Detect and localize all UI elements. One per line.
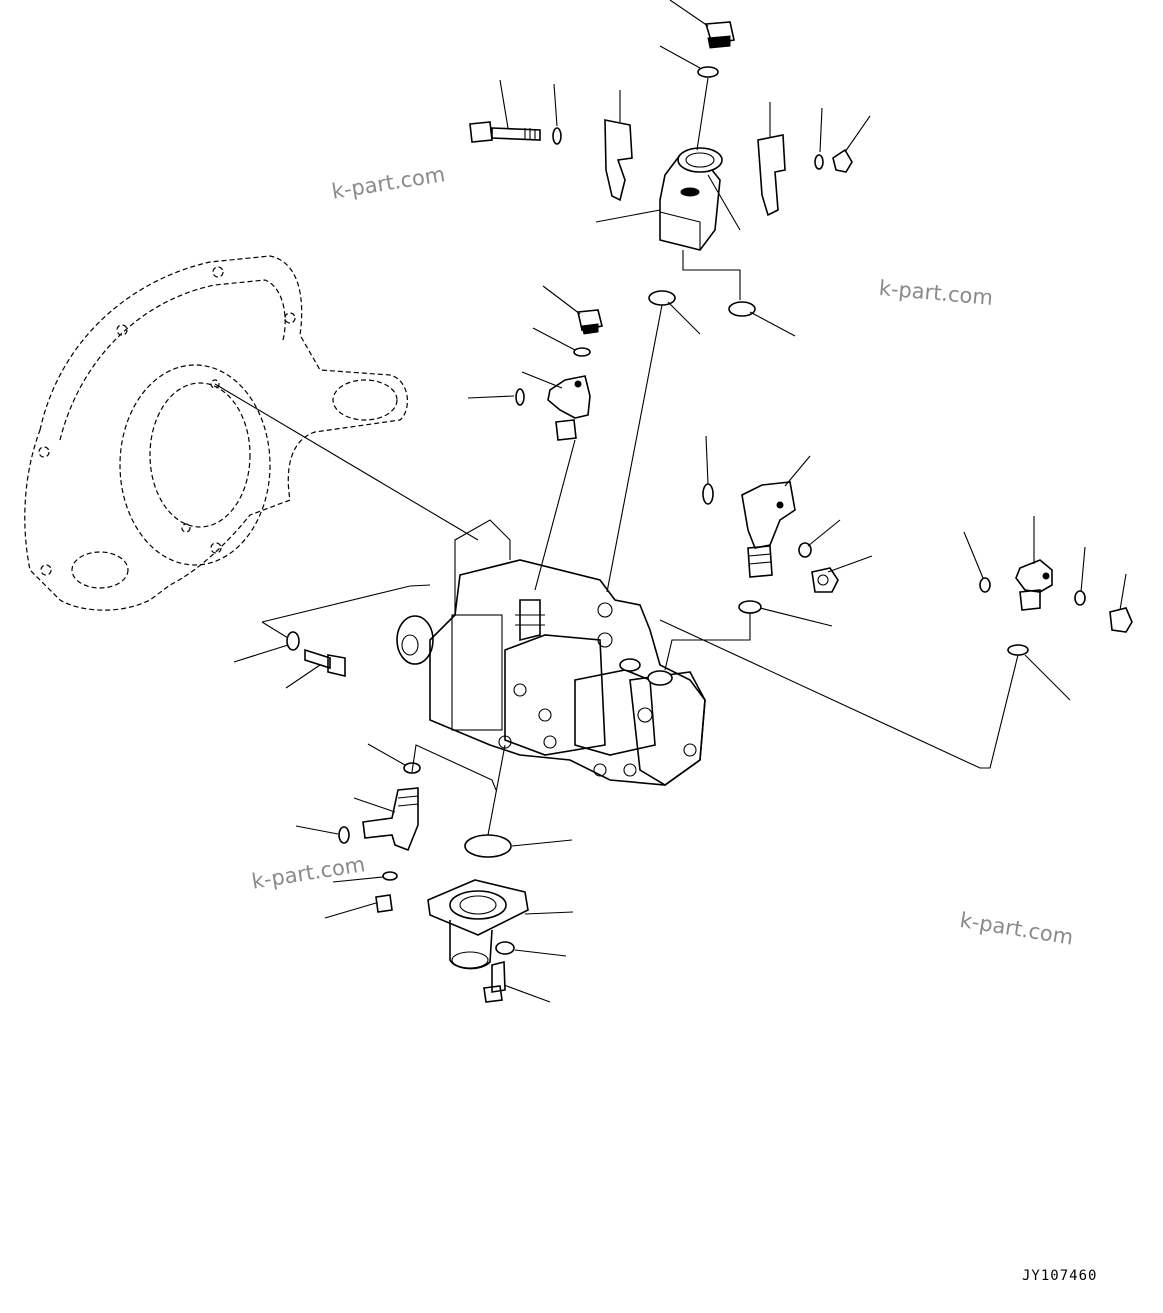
tee-fitting — [547, 375, 591, 441]
suction-flange — [427, 879, 529, 970]
o-ring-mid-c — [738, 600, 762, 614]
elbow-fitting-lower — [362, 787, 419, 852]
hydraulic-pump-body — [396, 519, 706, 786]
o-ring-right-lower — [1007, 644, 1029, 656]
o-ring-large — [464, 834, 512, 858]
o-ring-top — [697, 66, 719, 78]
pump-mount-bolt — [304, 648, 346, 678]
elbow-fitting-right — [1015, 559, 1053, 611]
washer-right — [814, 154, 824, 170]
small-plug-lower — [375, 894, 393, 913]
o-ring-far-right — [979, 577, 991, 593]
upper-hex-bolt — [704, 21, 735, 49]
hex-nut — [832, 148, 853, 173]
o-ring-lower-left — [403, 762, 421, 774]
o-ring-mid-b — [798, 542, 812, 558]
o-ring-small-b — [515, 388, 525, 406]
o-ring-mid — [702, 483, 714, 505]
plug-right — [811, 567, 839, 593]
flange-washer — [495, 941, 515, 955]
o-ring-small-a — [573, 347, 591, 357]
flange-bolt — [483, 960, 506, 1003]
leader-lines — [233, 0, 1127, 1003]
o-ring-small-c — [382, 871, 398, 881]
washer-left — [552, 127, 562, 145]
bracket-right — [757, 134, 786, 217]
o-ring-far-right-b — [1074, 590, 1086, 606]
pressure-sensor — [741, 481, 796, 578]
assembly-lines — [214, 77, 1019, 836]
o-ring-left — [648, 290, 676, 306]
drawing-reference-code: JY107460 — [1022, 1268, 1098, 1284]
flywheel-housing — [24, 255, 408, 611]
washer-pump-side — [286, 631, 300, 651]
bracket-left — [604, 119, 633, 202]
o-ring-right — [728, 301, 756, 317]
plug-bolt-upper — [577, 309, 603, 335]
long-bolt — [469, 121, 541, 143]
plug-far-right — [1109, 607, 1133, 633]
top-valve-assembly — [659, 147, 723, 251]
o-ring-lower-left-b — [338, 826, 350, 844]
